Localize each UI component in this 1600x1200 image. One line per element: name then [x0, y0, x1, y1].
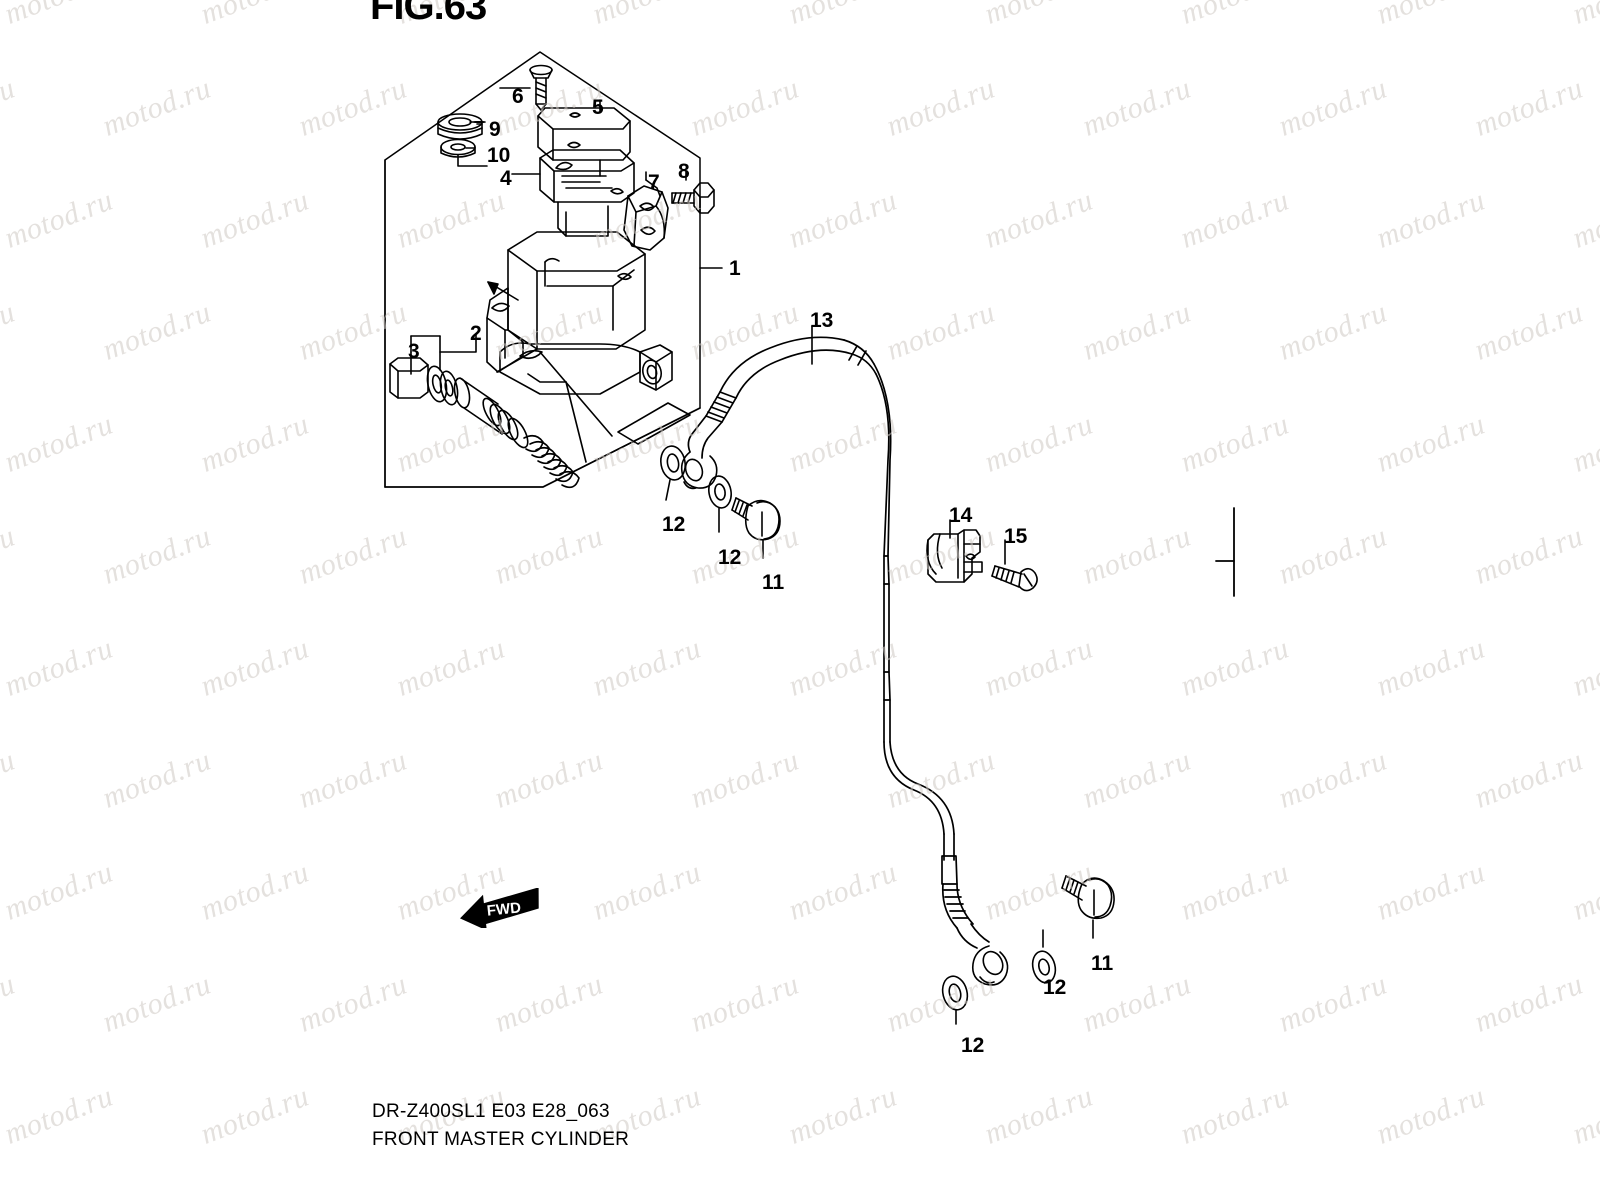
callout-piston-set: 2 [470, 322, 482, 345]
leader-7 [645, 179, 661, 197]
leader-12-a [665, 479, 671, 501]
figure-caption: DR-Z400SL1 E03 E28_063 FRONT MASTER CYLI… [372, 1098, 629, 1153]
lower-banjo-fitting [971, 945, 1009, 986]
leader-body-b [565, 381, 587, 463]
part-piston-spring-set [389, 357, 580, 489]
callout-clamp-bolt: 8 [678, 160, 690, 183]
assembly-direction-arrow-upper [487, 281, 519, 301]
part-sealing-washer-lower-a [941, 975, 969, 1011]
callout-brake-hose-clamp: 14 [949, 504, 973, 527]
callout-dust-boot: 3 [408, 340, 420, 363]
part-clamp-screw [991, 565, 1038, 592]
part-reservoir-cap [537, 107, 631, 161]
part-master-cylinder-body [486, 231, 673, 395]
caption-code: DR-Z400SL1 E03 E28_063 [372, 1101, 610, 1122]
callout-reservoir-diaphragm: 4 [500, 167, 512, 190]
leader-body-a [539, 351, 613, 437]
part-banjo-bolt-upper [731, 497, 781, 541]
caption-name: FRONT MASTER CYLINDER [372, 1128, 630, 1150]
leader-10-elbow [457, 154, 488, 167]
part-brake-hose [687, 336, 990, 949]
part-hose-clamp [926, 529, 983, 583]
callout-sealing-washer-lower-a: 12 [1043, 976, 1067, 999]
group-base-plate [384, 402, 701, 488]
part-sealing-washer-lower-b [1031, 950, 1057, 984]
page-registration-mark [1215, 507, 1235, 597]
callout-mirror-mount-washer: 10 [487, 144, 511, 167]
part-sealing-washer-upper-a [660, 445, 686, 481]
callout-cap-screw: 6 [512, 85, 524, 108]
callout-sealing-washer-upper-b: 12 [718, 546, 742, 569]
callout-union-banjo-bolt-lower: 11 [1091, 952, 1114, 975]
callout-sealing-washer-lower-b: 12 [961, 1034, 985, 1057]
callout-handlebar-holder-clamp: 7 [648, 171, 660, 194]
callout-front-brake-hose: 13 [810, 309, 834, 332]
leader-2-bracket [439, 333, 477, 371]
return-spring [523, 434, 580, 489]
callout-union-banjo-bolt-upper: 11 [762, 571, 785, 594]
part-clamp-bolt [671, 182, 715, 214]
figure-title: FIG.63 [370, 0, 487, 28]
fwd-label: FWD [486, 899, 522, 919]
part-handlebar-holder [623, 185, 669, 251]
callout-mirror-mount-nut: 9 [489, 118, 501, 141]
upper-banjo-fitting [680, 451, 718, 490]
part-banjo-bolt-lower [1061, 875, 1115, 920]
part-sealing-washer-upper-b [708, 475, 732, 509]
part-cap-screw [529, 64, 553, 111]
callout-reservoir-cap: 5 [592, 96, 604, 119]
callout-sealing-washer-upper-a: 12 [662, 513, 686, 536]
callout-master-cylinder-assembly: 1 [729, 257, 741, 280]
callout-clamp-screw: 15 [1004, 525, 1028, 548]
